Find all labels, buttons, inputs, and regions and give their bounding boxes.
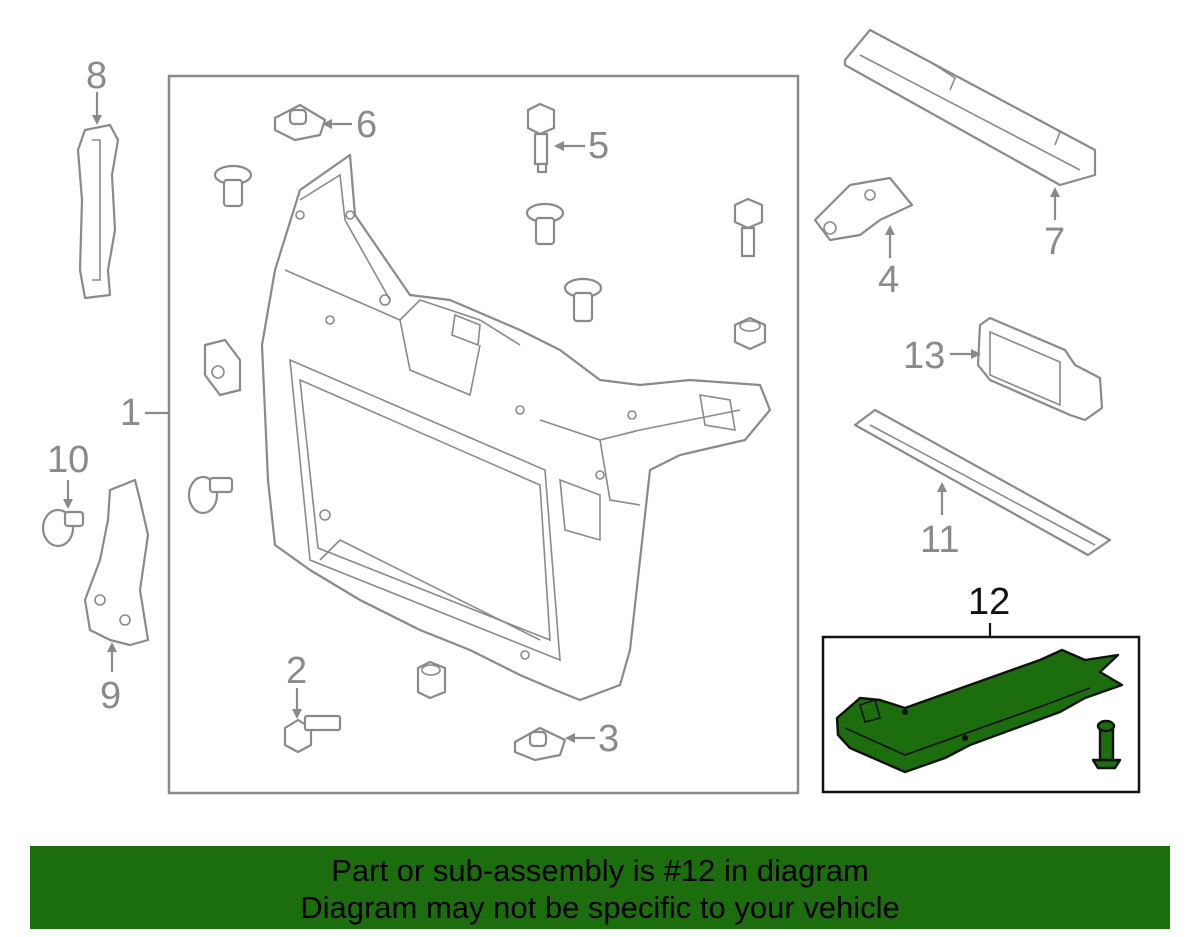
- clip-fastener[interactable]: [203, 338, 242, 397]
- nut-fastener[interactable]: [416, 660, 447, 700]
- callout-12: 12: [968, 581, 1010, 623]
- push-pin-fastener[interactable]: [563, 277, 603, 323]
- callout-10: 10: [47, 439, 89, 481]
- parts-diagram: 1 2 3 4 5 6 7 8 9 10 11 12 13: [41, 28, 1141, 795]
- nut-clip-fastener[interactable]: [273, 103, 327, 142]
- banner-line-2: Diagram may not be specific to your vehi…: [300, 890, 900, 925]
- module-part-13[interactable]: [976, 316, 1104, 422]
- screw-part-12[interactable]: [1091, 719, 1122, 770]
- push-pin-fastener[interactable]: [187, 475, 234, 515]
- bracket-part-9[interactable]: [83, 478, 150, 647]
- bracket-part-11[interactable]: [853, 408, 1112, 557]
- callout-11: 11: [920, 519, 959, 561]
- callout-13: 13: [903, 335, 945, 377]
- assembly-frame-box: [167, 74, 800, 795]
- bolt-fastener[interactable]: [283, 714, 342, 754]
- push-pin-fastener[interactable]: [525, 202, 565, 246]
- callout-7: 7: [1044, 221, 1065, 263]
- nut-fastener[interactable]: [733, 316, 767, 351]
- nut-clip-fastener[interactable]: [513, 726, 567, 762]
- splash-shield-part-12[interactable]: [835, 648, 1124, 774]
- callout-2: 2: [286, 650, 307, 692]
- highlight-part-box: [821, 635, 1141, 794]
- callout-8: 8: [86, 55, 107, 97]
- bracket-part-4[interactable]: [813, 176, 914, 242]
- push-pin-fastener[interactable]: [213, 164, 253, 208]
- callout-6: 6: [356, 104, 377, 146]
- banner-line-1: Part or sub-assembly is #12 in diagram: [331, 853, 869, 888]
- callout-5: 5: [588, 125, 609, 167]
- info-banner: Part or sub-assembly is #12 in diagram D…: [30, 846, 1170, 929]
- callout-9: 9: [100, 675, 121, 717]
- bolt-fastener[interactable]: [733, 197, 764, 258]
- bolt-fastener[interactable]: [526, 102, 556, 174]
- callout-1: 1: [120, 392, 141, 434]
- push-pin-part-10[interactable]: [41, 508, 85, 548]
- bracket-part-8[interactable]: [76, 123, 120, 300]
- callout-4: 4: [878, 259, 899, 301]
- deflector-part-7[interactable]: [843, 28, 1097, 187]
- radiator-support-part[interactable]: [260, 153, 772, 702]
- callout-3: 3: [598, 718, 619, 760]
